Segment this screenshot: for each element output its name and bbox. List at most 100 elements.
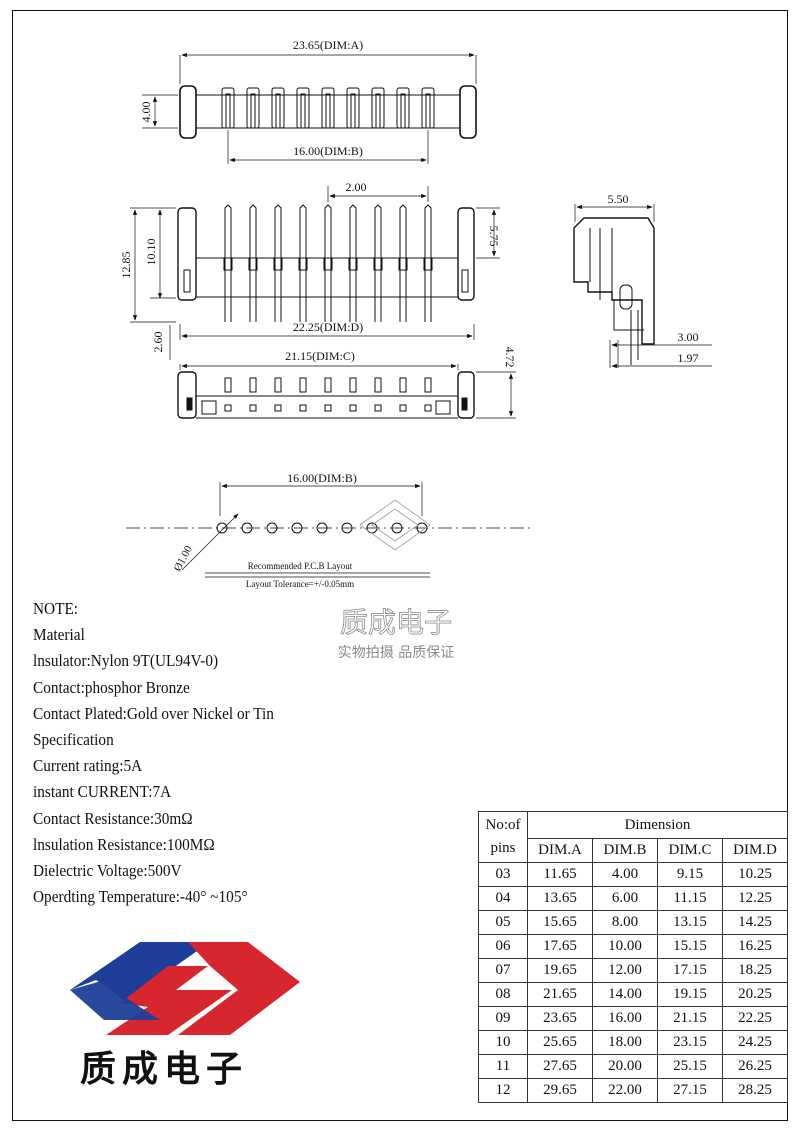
pin-count-cell: 04 [478, 886, 528, 911]
pin-count-cell: 12 [478, 1078, 528, 1103]
dimension-cell: 17.15 [657, 958, 723, 983]
dimension-cell: 20.00 [592, 1054, 658, 1079]
pin-count-cell: 10 [478, 1030, 528, 1055]
brand-logo [70, 942, 300, 1035]
pitch-label: 2.00 [346, 180, 367, 194]
dimension-cell: 10.00 [592, 934, 658, 959]
top-pin-contact [375, 93, 381, 129]
pin-count-cell: 06 [478, 934, 528, 959]
pin-count-cell: 08 [478, 982, 528, 1007]
bottom-pin [399, 377, 407, 393]
pin-count-cell: 11 [478, 1054, 528, 1079]
dimension-cell: 27.15 [657, 1078, 723, 1103]
dimension-cell: 25.15 [657, 1054, 723, 1079]
column-header: DIM.C [657, 838, 723, 863]
drawing-sheet [12, 10, 788, 1121]
pcb-hole [216, 522, 228, 534]
bottom-pin-hole [424, 404, 432, 412]
dimension-cell: 12.25 [722, 886, 788, 911]
dimension-cell: 13.15 [657, 910, 723, 935]
dimension-cell: 9.15 [657, 862, 723, 887]
note-line: NOTE: [33, 599, 79, 618]
top-pin-contact [350, 93, 356, 129]
bottom-pin [374, 377, 382, 393]
pin-count-cell: 05 [478, 910, 528, 935]
hole-diameter-label: Ø1.00 [172, 543, 196, 573]
bottom-pin [424, 377, 432, 393]
top-view [142, 52, 477, 164]
note-line: Operdting Temperature:-40° ~105° [33, 887, 248, 907]
front-pin-slot [223, 257, 233, 271]
bottom-pin [249, 377, 257, 393]
front-pin [374, 204, 382, 322]
bottom-pin-hole [374, 404, 382, 412]
front-pin-slot [398, 257, 408, 271]
front-pin [424, 204, 432, 322]
dim-b-label: 16.00(DIM:B) [293, 144, 363, 158]
bottom-pin-hole [349, 404, 357, 412]
side-offset-a-label: 3.00 [678, 330, 699, 344]
dimension-cell: 29.65 [527, 1078, 593, 1103]
header-dimension: Dimension [527, 811, 788, 839]
dimension-cell: 11.15 [657, 886, 723, 911]
note-line: Contact:phosphor Bronze [33, 677, 190, 697]
front-pin-slot [323, 257, 333, 271]
brand-name: 质成电子 [80, 1049, 249, 1090]
note-line: Dielectric Voltage:500V [33, 860, 182, 880]
top-pin-contact [275, 93, 281, 129]
front-pin [224, 204, 232, 322]
front-view [130, 186, 500, 360]
bottom-pin-hole [274, 404, 282, 412]
header-pins: No:of pins [478, 811, 528, 863]
dimension-cell: 25.65 [527, 1030, 593, 1055]
pin-count-cell: 09 [478, 1006, 528, 1031]
dimension-cell: 23.65 [527, 1006, 593, 1031]
dimension-cell: 24.25 [722, 1030, 788, 1055]
dimension-cell: 8.00 [592, 910, 658, 935]
dimension-cell: 26.25 [722, 1054, 788, 1079]
top-pin-contact [425, 93, 431, 129]
note-line: instant CURRENT:7A [33, 782, 172, 802]
bottom-pin-hole [224, 404, 232, 412]
watermark: 质成电子 实物拍摄 品质保证 [338, 499, 454, 661]
bottom-pin [299, 377, 307, 393]
top-height-label: 4.00 [139, 102, 153, 123]
bottom-pin-hole [249, 404, 257, 412]
pcb-hole [416, 522, 428, 534]
bottom-pin [224, 377, 232, 393]
pcb-dim-b-label: 16.00(DIM:B) [287, 471, 357, 485]
front-pin [274, 204, 282, 322]
dimension-cell: 14.25 [722, 910, 788, 935]
bottom-pin-hole [324, 404, 332, 412]
front-pin-slot [248, 257, 258, 271]
front-pin-slot [273, 257, 283, 271]
column-header: DIM.A [527, 838, 593, 863]
dimension-cell: 18.25 [722, 958, 788, 983]
dim-c-label: 21.15(DIM:C) [285, 349, 355, 363]
dimension-cell: 19.15 [657, 982, 723, 1007]
overall-height-label: 12.85 [119, 252, 133, 279]
note-line: Contact Resistance:30mΩ [33, 808, 193, 828]
dimension-cell: 14.00 [592, 982, 658, 1007]
body-height-label: 10.10 [144, 239, 158, 266]
dimension-cell: 15.65 [527, 910, 593, 935]
dim-a-label: 23.65(DIM:A) [293, 38, 363, 52]
pin-above-label: 5.75 [487, 226, 501, 247]
pcb-note-1: Recommended P.C.B Layout [248, 561, 353, 571]
top-pin-contact [250, 93, 256, 129]
pcb-hole [266, 522, 278, 534]
note-line: Specification [33, 729, 114, 749]
dimension-cell: 22.25 [722, 1006, 788, 1031]
top-pin-contact [400, 93, 406, 129]
dimension-cell: 21.15 [657, 1006, 723, 1031]
bottom-pin [324, 377, 332, 393]
pcb-hole [391, 522, 403, 534]
front-pin [349, 204, 357, 322]
dimension-cell: 12.00 [592, 958, 658, 983]
dimension-cell: 20.25 [722, 982, 788, 1007]
